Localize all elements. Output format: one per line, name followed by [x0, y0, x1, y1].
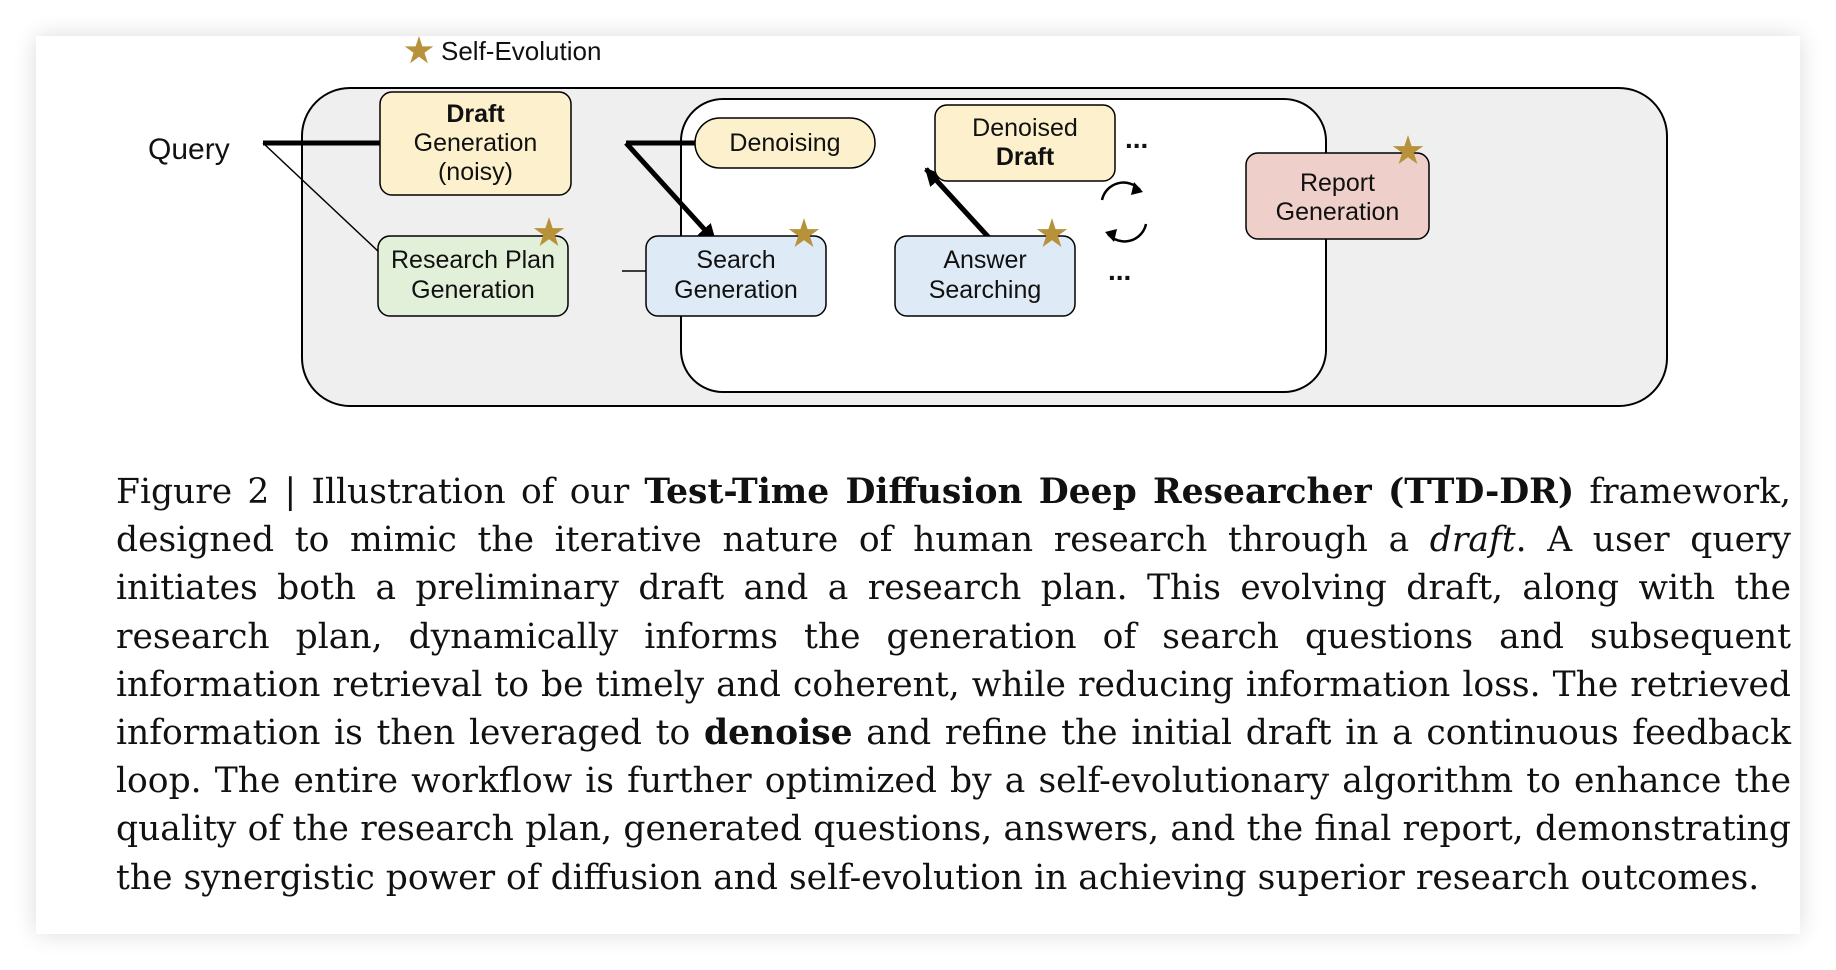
node-answer-searching: Answer Searching [894, 218, 1076, 317]
legend-label: Self-Evolution [441, 36, 601, 66]
answer-searching-star-icon [1036, 218, 1068, 247]
research-plan-star-icon [533, 217, 565, 246]
legend: Self-Evolution [404, 36, 601, 66]
self-evolution-star-icon [404, 36, 434, 64]
answer-searching-line1: Answer [943, 246, 1026, 274]
caption-part1: framework, designed to mimic the iterati… [116, 472, 1792, 561]
caption-bold-denoise: denoise [703, 713, 853, 754]
arrow-draft-to-search [624, 141, 717, 243]
draft-generation-line3: (noisy) [438, 158, 513, 186]
denoised-draft-line2: Draft [996, 143, 1055, 171]
caption-prefix: Figure 2 | Illustration of our [116, 472, 645, 512]
node-report-generation: Report Generation [1245, 135, 1430, 240]
search-generation-line2: Generation [674, 276, 798, 304]
caption-part3: and refine the initial draft in a contin… [116, 713, 1791, 898]
caption-part2: . A user query initiates both a prelimin… [116, 520, 1791, 754]
framework-diagram: Self-Evolution Query Draft Generation (n… [148, 36, 1668, 407]
caption-bold-title: Test-Time Diffusion Deep Researcher (TTD… [644, 472, 1575, 512]
report-generation-line2: Generation [1276, 198, 1400, 226]
node-denoising: Denoising [694, 117, 876, 169]
arrow-query-to-plan [262, 142, 397, 269]
node-search-generation: Search Generation [645, 218, 827, 317]
research-plan-line1: Research Plan [391, 246, 555, 274]
ellipsis-top: ... [1125, 123, 1148, 154]
denoising-label: Denoising [729, 129, 840, 157]
answer-searching-line2: Searching [929, 276, 1042, 304]
figure-page: Self-Evolution Query Draft Generation (n… [36, 36, 1800, 934]
caption-italic-draft: draft [1429, 520, 1516, 561]
query-label: Query [148, 133, 230, 166]
draft-generation-line2: Generation [414, 129, 538, 157]
draft-generation-line1: Draft [446, 100, 505, 128]
search-generation-star-icon [788, 218, 820, 247]
node-denoised-draft: Denoised Draft [934, 104, 1116, 182]
report-generation-star-icon [1392, 135, 1424, 164]
ellipsis-bottom: ... [1108, 255, 1131, 286]
denoised-draft-line1: Denoised [972, 114, 1078, 142]
report-generation-line1: Report [1300, 169, 1375, 197]
node-research-plan-generation: Research Plan Generation [377, 217, 569, 317]
cycle-icon [1100, 181, 1148, 243]
search-generation-line1: Search [696, 246, 775, 274]
research-plan-line2: Generation [411, 276, 535, 304]
figure-caption: Figure 2 | Illustration of our Test-Time… [116, 468, 1791, 902]
arrow-answer-to-denoising [924, 167, 994, 243]
node-draft-generation: Draft Generation (noisy) [379, 91, 572, 196]
